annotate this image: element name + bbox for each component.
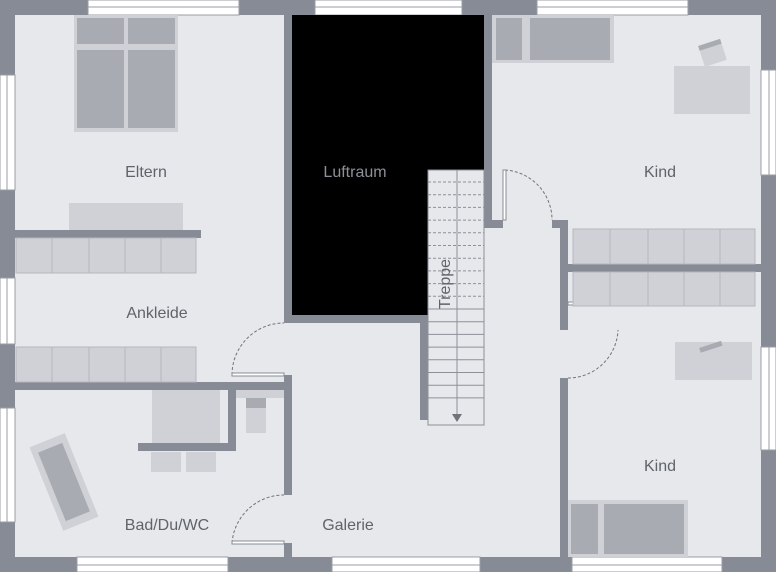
room-label-treppe: Treppe xyxy=(437,259,454,309)
wall xyxy=(138,443,236,451)
wall xyxy=(228,390,236,450)
sink xyxy=(151,452,181,472)
room-label-galerie: Galerie xyxy=(322,517,374,534)
door-swing[interactable] xyxy=(231,322,285,376)
doors xyxy=(231,169,619,544)
wall xyxy=(568,264,761,272)
interior-walls xyxy=(15,15,761,557)
furniture xyxy=(15,15,756,557)
room-label-kind-top: Kind xyxy=(644,164,676,181)
stairs[interactable] xyxy=(427,169,485,426)
wall xyxy=(284,315,420,323)
wall xyxy=(484,220,503,228)
room-label-kind-bottom: Kind xyxy=(644,458,676,475)
room-label-ankleide: Ankleide xyxy=(126,305,187,322)
stair-direction-arrow-icon xyxy=(452,414,462,422)
room-label-luftraum: Luftraum xyxy=(323,164,386,181)
wall xyxy=(420,315,428,420)
sink xyxy=(186,452,216,472)
wall xyxy=(284,375,292,495)
wall xyxy=(284,15,292,323)
luftraum-void xyxy=(292,15,484,418)
door-swing[interactable] xyxy=(504,169,553,221)
toilet xyxy=(246,408,266,433)
wall xyxy=(560,220,568,330)
desk xyxy=(674,66,750,114)
wall xyxy=(284,543,292,557)
wall xyxy=(15,382,292,390)
room-label-eltern: Eltern xyxy=(125,164,167,181)
door-swing[interactable] xyxy=(567,329,619,379)
wall xyxy=(560,378,568,557)
bench xyxy=(69,203,183,230)
wall xyxy=(15,230,201,238)
shower xyxy=(152,390,220,443)
room-label-bad: Bad/Du/WC xyxy=(125,517,209,534)
wall xyxy=(484,15,492,228)
